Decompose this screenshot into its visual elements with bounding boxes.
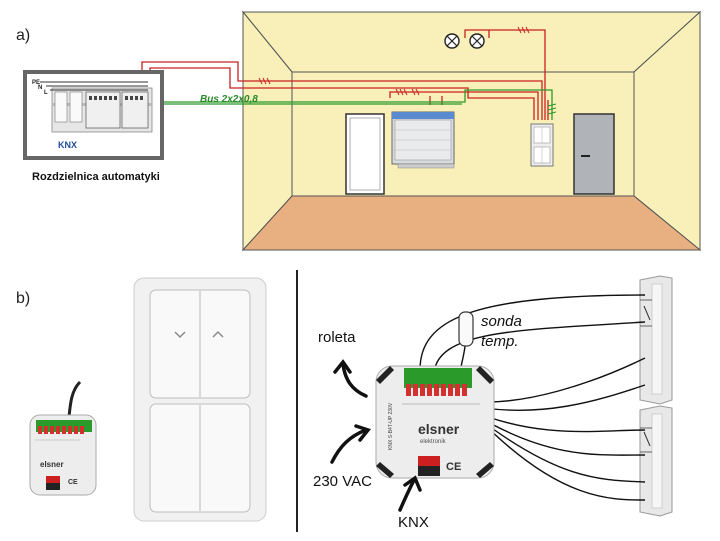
door-right (573, 113, 615, 195)
lamp-icon (469, 33, 485, 49)
label-knx: KNX (398, 514, 429, 531)
device-brand-sub: elektronik (420, 439, 447, 445)
room-floor (241, 195, 702, 251)
sensor-label-line1: sonda (481, 313, 522, 330)
label-230vac: 230 VAC (313, 473, 372, 490)
bus-label: Bus 2x2x0,8 (200, 94, 258, 105)
window-blind (391, 111, 455, 169)
distribution-cabinet (23, 70, 164, 160)
device-brand-label: elsner (418, 421, 460, 437)
arrow-knx (398, 475, 422, 512)
chevron-down-icon (174, 331, 186, 339)
terminal-label-pe: PE (32, 80, 40, 86)
knx-actuator-large (375, 365, 495, 479)
wire-marks (258, 26, 530, 96)
part-b-label: b) (16, 290, 30, 307)
part-a-label: a) (16, 27, 30, 44)
terminal-label-n: N (38, 85, 42, 91)
cabinet-caption: Rozdzielnica automatyki (32, 171, 160, 183)
mains-wiring (141, 29, 549, 120)
chevron-up-icon (212, 330, 224, 338)
window-frame-lower (639, 405, 673, 517)
terminal-label-l: L (44, 90, 48, 96)
device-model-label: KNX S-B4T-UP 230V (388, 402, 394, 450)
wall-switch-panel (530, 123, 554, 167)
door-left (345, 113, 385, 195)
device-ce-mark: CE (446, 461, 461, 473)
small-device-ce: CE (68, 479, 78, 486)
sensor-label-line2: temp. (481, 333, 519, 350)
window-frame-upper (639, 275, 673, 405)
blind-switch-panel (133, 277, 267, 522)
knx-actuator-small (29, 380, 97, 496)
small-device-brand: elsner (40, 460, 64, 469)
arrow-roleta (333, 359, 368, 398)
temperature-sensor (458, 311, 474, 373)
knx-logo: KNX (58, 140, 77, 150)
lamp-icon (444, 33, 460, 49)
label-roleta: roleta (318, 329, 356, 346)
arrow-230vac (330, 424, 371, 464)
